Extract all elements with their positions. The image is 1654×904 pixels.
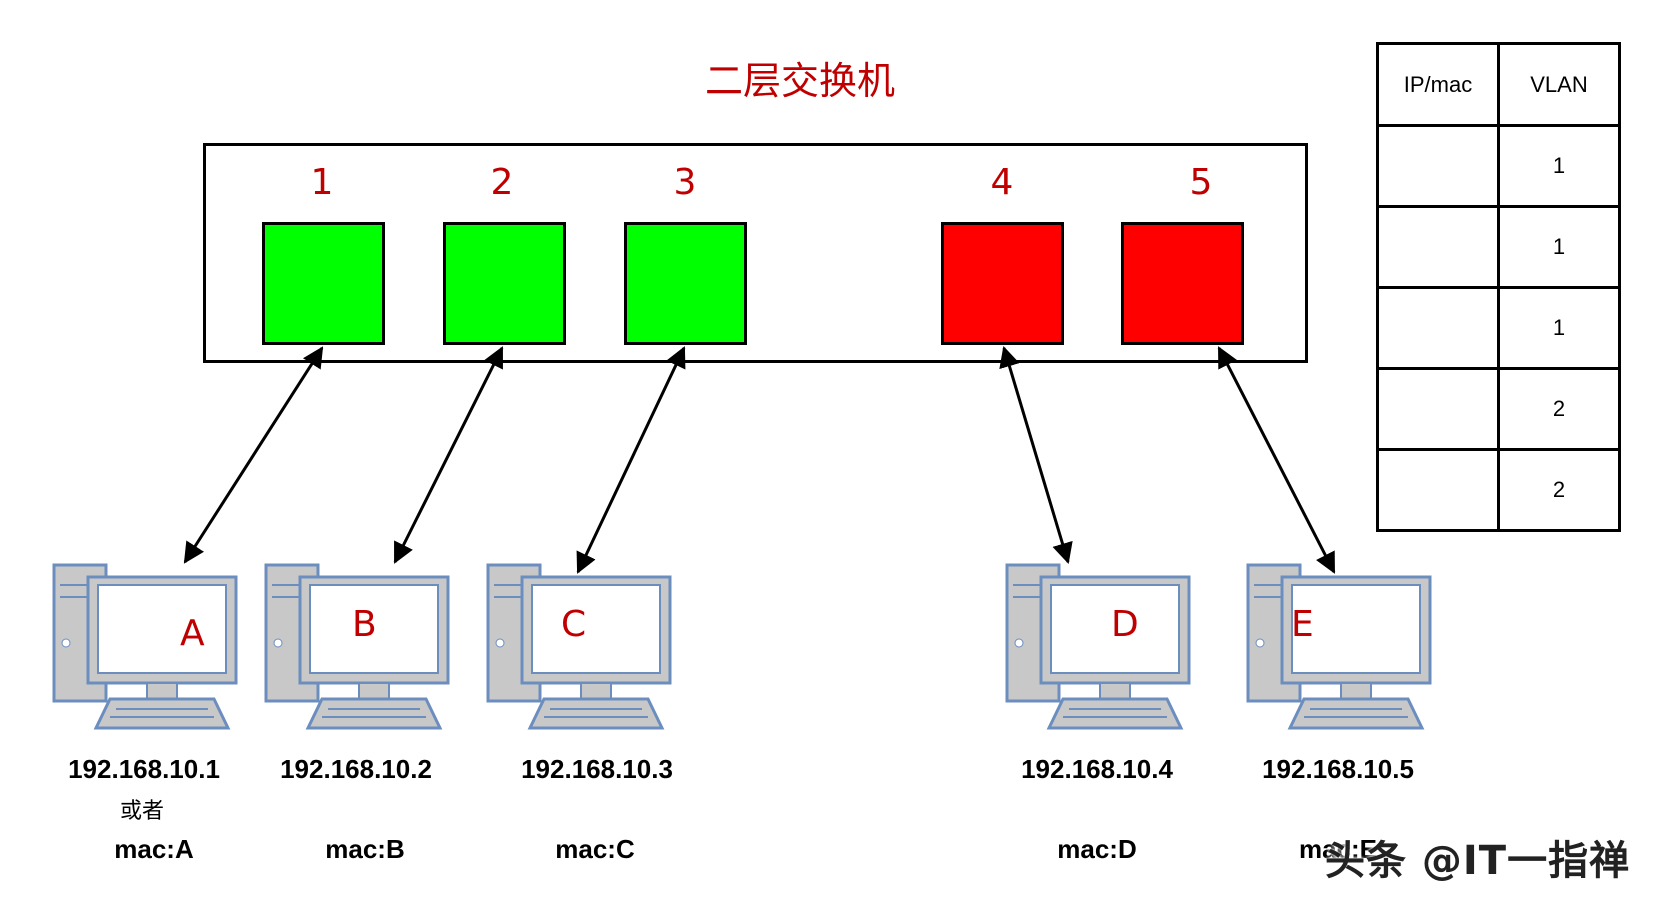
mac-label-d: mac:D — [1057, 834, 1137, 864]
port-5-vlan2 — [1121, 222, 1244, 345]
table-row: 1 — [1376, 205, 1621, 289]
cell-ip-mac — [1376, 286, 1500, 370]
port-number-1: 1 — [310, 162, 334, 203]
computer-d: D — [1005, 563, 1195, 738]
ip-label-a: 192.168.10.1 — [68, 754, 220, 784]
port-3-vlan1 — [624, 222, 747, 345]
cell-vlan: 2 — [1497, 448, 1621, 532]
port-number-5: 5 — [1189, 162, 1213, 203]
ip-label-c: 192.168.10.3 — [521, 754, 673, 784]
watermark: 头条 @IT一指禅 — [1325, 838, 1631, 884]
mac-label-a: mac:A — [114, 834, 194, 864]
computer-a-icon — [52, 563, 238, 730]
mac-label-b: mac:B — [325, 834, 405, 864]
computer-a-letter: A — [180, 613, 205, 654]
mac-label-c: mac:C — [555, 834, 635, 864]
header-vlan: VLAN — [1497, 42, 1621, 127]
ip-vlan-table: IP/mac VLAN 1 1 1 2 2 — [1376, 42, 1621, 532]
cell-ip-mac — [1376, 124, 1500, 208]
computer-d-icon — [1005, 563, 1191, 730]
link-b-port2 — [393, 346, 504, 564]
header-ip-mac: IP/mac — [1376, 42, 1500, 127]
computer-b-letter: B — [352, 604, 377, 645]
cell-vlan: 1 — [1497, 286, 1621, 370]
cell-vlan: 1 — [1497, 205, 1621, 289]
link-c-port3 — [576, 346, 686, 574]
table-row: 2 — [1376, 448, 1621, 532]
computer-e-icon — [1246, 563, 1432, 730]
port-number-2: 2 — [490, 162, 514, 203]
cell-ip-mac — [1376, 448, 1500, 532]
cell-vlan: 1 — [1497, 124, 1621, 208]
switch-title: 二层交换机 — [704, 59, 895, 103]
link-a-port1 — [183, 346, 324, 564]
computer-e-letter: E — [1291, 604, 1314, 645]
ip-label-e: 192.168.10.5 — [1262, 754, 1414, 784]
cell-vlan: 2 — [1497, 367, 1621, 451]
port-number-4: 4 — [990, 162, 1014, 203]
or-label: 或者 — [119, 799, 164, 824]
computer-c-icon — [486, 563, 672, 730]
mac-label-e: mac:E — [1298, 834, 1378, 864]
computer-c: C — [486, 563, 676, 738]
cell-ip-mac — [1376, 205, 1500, 289]
link-e-port5 — [1217, 346, 1336, 574]
table-row: 2 — [1376, 367, 1621, 451]
computer-e: E — [1246, 563, 1436, 738]
port-1-vlan1 — [262, 222, 385, 345]
computer-b-icon — [264, 563, 450, 730]
computer-c-letter: C — [561, 604, 587, 645]
port-2-vlan1 — [443, 222, 566, 345]
table-header-row: IP/mac VLAN — [1376, 42, 1621, 127]
table-row: 1 — [1376, 124, 1621, 208]
link-d-port4 — [999, 345, 1073, 565]
port-4-vlan2 — [941, 222, 1064, 345]
ip-label-b: 192.168.10.2 — [280, 754, 432, 784]
computer-d-letter: D — [1111, 604, 1139, 645]
port-number-3: 3 — [673, 162, 697, 203]
computer-a: A — [52, 563, 242, 738]
cell-ip-mac — [1376, 367, 1500, 451]
ip-label-d: 192.168.10.4 — [1021, 754, 1173, 784]
computer-b: B — [264, 563, 454, 738]
table-row: 1 — [1376, 286, 1621, 370]
